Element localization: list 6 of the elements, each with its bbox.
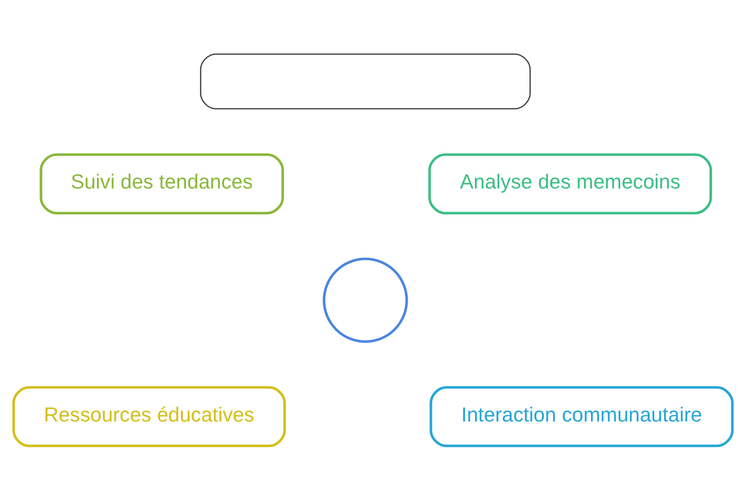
node-box: Analyse des memecoins (428, 152, 712, 214)
node-box: Ressources éducatives (12, 386, 286, 447)
node-box: Suivi des tendances (40, 152, 284, 214)
node-box (200, 52, 531, 109)
node-circle (322, 257, 408, 342)
node-box: Interaction communautaire (430, 386, 734, 447)
